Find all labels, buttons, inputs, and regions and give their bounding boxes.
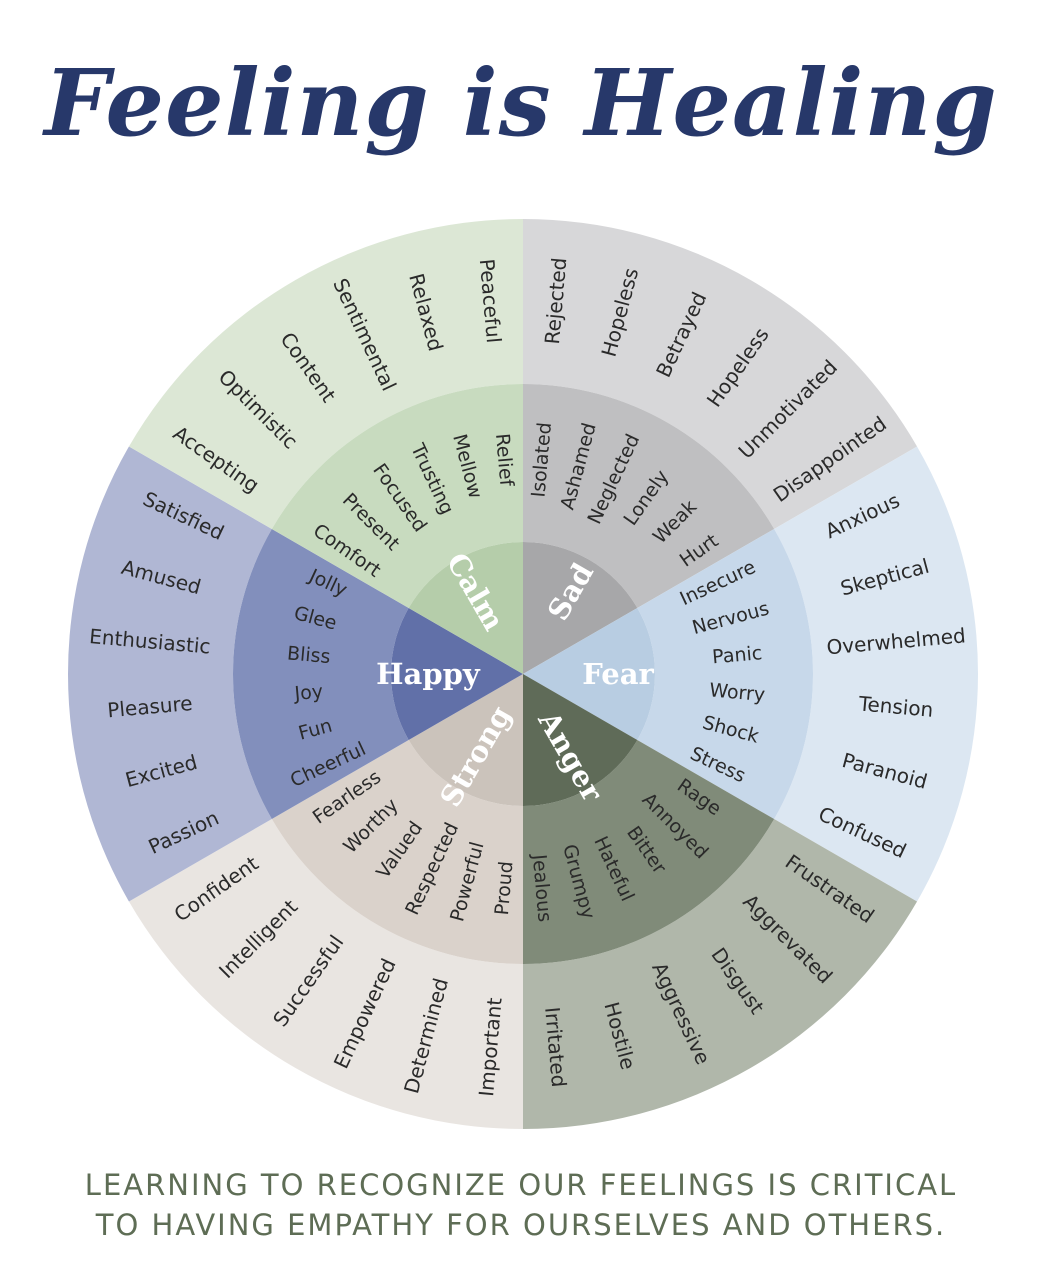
page-title: Feeling is Healing — [44, 49, 998, 157]
core-segment-strong — [408, 674, 523, 806]
middle-segment-fear — [637, 529, 813, 819]
outer-segment-anger — [523, 819, 918, 1129]
core-label-fear: Fear — [582, 657, 654, 691]
outer-segment-calm — [128, 219, 523, 529]
middle-word-bliss: Bliss — [286, 642, 331, 668]
outer-segment-happy — [67, 446, 272, 902]
middle-segment-strong — [271, 740, 523, 964]
core-segment-fear — [523, 608, 655, 740]
wheel-rings — [67, 219, 978, 1129]
footer-line-2: TO HAVING EMPATHY FOR OURSELVES AND OTHE… — [95, 1208, 947, 1242]
core-segment-happy — [391, 608, 523, 740]
middle-segment-calm — [271, 384, 523, 608]
middle-segment-happy — [232, 529, 409, 819]
outer-segment-sad — [523, 219, 918, 529]
middle-word-relief: Relief — [491, 432, 518, 488]
footer-line-1: LEARNING TO RECOGNIZE OUR FEELINGS IS CR… — [84, 1168, 958, 1202]
middle-segment-sad — [523, 384, 775, 608]
core-segment-anger — [523, 674, 638, 806]
middle-segment-anger — [523, 740, 775, 964]
middle-word-joy: Joy — [293, 681, 324, 705]
outer-segment-fear — [774, 446, 978, 902]
core-label-happy: Happy — [376, 657, 481, 691]
middle-word-proud: Proud — [491, 860, 518, 916]
core-segment-calm — [408, 542, 523, 674]
middle-word-panic: Panic — [711, 642, 763, 668]
core-segment-sad — [523, 542, 638, 674]
outer-segment-strong — [128, 819, 523, 1129]
middle-word-worry: Worry — [708, 679, 766, 706]
